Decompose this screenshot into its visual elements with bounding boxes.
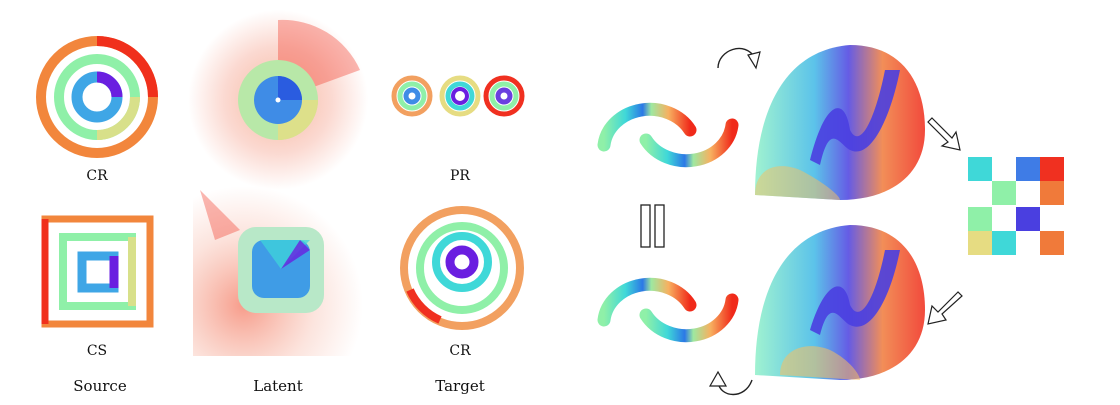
latent-top-disc xyxy=(188,10,368,190)
target-pr-rings xyxy=(391,75,525,117)
right-figure xyxy=(597,45,1064,396)
label-bottom-source: CS xyxy=(86,343,108,359)
label-bottom-target: CR xyxy=(449,343,471,359)
column-latent: Latent xyxy=(253,377,303,395)
column-source: Source xyxy=(73,377,127,395)
checkerboard xyxy=(968,157,1064,255)
source-cr-rings xyxy=(36,36,158,158)
diagonal-down-right-arrow xyxy=(927,117,961,151)
equals-bars-symbol xyxy=(640,204,665,248)
left-panel: CR PR CS CR Source Latent Target xyxy=(36,10,525,395)
two-moons-bottom xyxy=(597,277,739,343)
rotate-cw-arrow xyxy=(717,47,761,70)
target-cr-rings xyxy=(400,206,524,330)
label-top-target: PR xyxy=(450,168,470,184)
column-target: Target xyxy=(435,377,485,395)
latent-blob-top xyxy=(755,45,925,200)
source-cs-squares xyxy=(41,215,154,328)
rotate-ccw-arrow xyxy=(708,370,753,396)
latent-blob-bottom xyxy=(755,225,925,380)
right-panel xyxy=(560,0,1120,405)
left-figure xyxy=(36,10,525,356)
label-top-source: CR xyxy=(86,168,108,184)
latent-bottom-square xyxy=(193,186,363,356)
two-moons-top xyxy=(597,102,739,168)
diagonal-down-left-arrow xyxy=(927,291,963,325)
